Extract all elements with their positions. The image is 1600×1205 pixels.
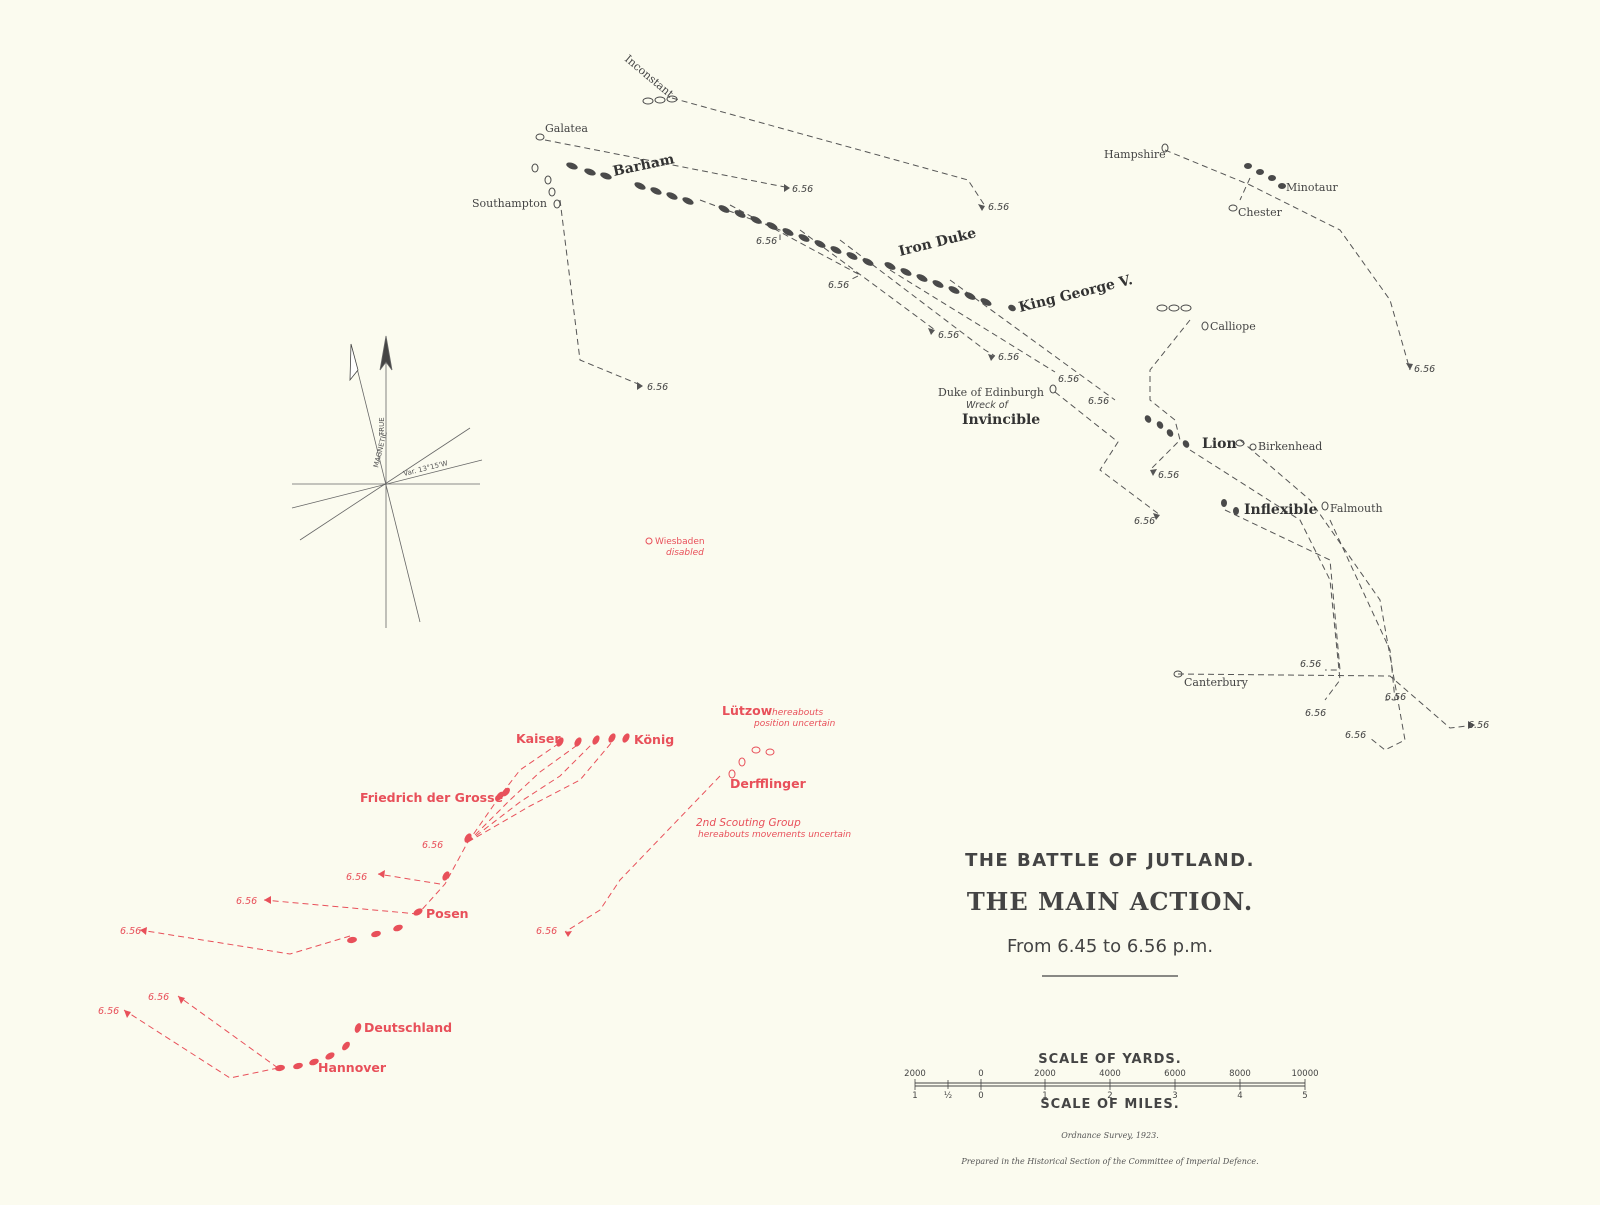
title-line3: From 6.45 to 6.56 p.m. [1007, 936, 1213, 957]
time-label: 6.56 [1305, 708, 1326, 719]
time-label: 6.56 [536, 926, 557, 937]
label-wiesbaden-note: disabled [666, 548, 704, 558]
scale-yards-tick: 4000 [1099, 1069, 1121, 1079]
german-routes [123, 741, 721, 1079]
time-label: 6.56 [1345, 730, 1366, 741]
label-friedrich: Friedrich der Grosse [360, 790, 503, 805]
label-minotaur: Minotaur [1286, 181, 1339, 194]
time-label: 6.56 [998, 352, 1019, 363]
label-posen: Posen [426, 906, 469, 921]
time-label: 6.56 [148, 992, 169, 1003]
label-derfflinger: Derfflinger [730, 776, 807, 791]
footer-survey: Ordnance Survey, 1923. [1061, 1131, 1159, 1140]
label-wreck-of: Wreck of [966, 400, 1010, 411]
label-scouting-note: hereabouts movements uncertain [698, 830, 851, 840]
label-hampshire: Hampshire [1104, 148, 1166, 161]
footer: Ordnance Survey, 1923. Prepared in the H… [960, 1131, 1258, 1166]
label-hannover: Hannover [318, 1060, 387, 1075]
label-kaiser: Kaiser [516, 731, 561, 746]
label-deutschland: Deutschland [364, 1020, 452, 1035]
german-time-labels: 6.56 6.56 6.56 6.56 6.56 6.56 6.56 [98, 840, 557, 1017]
title-block: THE BATTLE OF JUTLAND. THE MAIN ACTION. … [965, 850, 1255, 977]
time-label: 6.56 [988, 202, 1009, 213]
time-label: 6.56 [792, 184, 813, 195]
british-battle-line [566, 162, 1016, 312]
title-line1: THE BATTLE OF JUTLAND. [965, 850, 1255, 871]
british-light-ships [531, 95, 1329, 678]
time-label: 6.56 [1468, 720, 1489, 731]
scale-bar: SCALE OF YARDS. 2000 0 2000 4000 6000 80… [904, 1052, 1318, 1112]
title-line2: THE MAIN ACTION. [967, 887, 1253, 916]
label-lion: Lion [1202, 436, 1237, 452]
scale-yards-tick: 2000 [1034, 1069, 1056, 1079]
label-wiesbaden: Wiesbaden [655, 537, 705, 547]
label-barham: Barham [612, 151, 676, 180]
german-arrowheads [124, 870, 572, 1018]
time-label: 6.56 [756, 236, 777, 247]
british-labels: Inconstant Galatea Southampton Barham Ir… [472, 52, 1383, 689]
scale-yards-tick: 8000 [1229, 1069, 1251, 1079]
label-canterbury: Canterbury [1184, 676, 1249, 689]
label-duke-of-edinburgh: Duke of Edinburgh [938, 386, 1044, 399]
label-birkenhead: Birkenhead [1258, 440, 1322, 453]
scale-yards-tick: 0 [978, 1069, 983, 1079]
time-label: 6.56 [1134, 516, 1155, 527]
scale-miles-label: SCALE OF MILES. [1040, 1097, 1179, 1112]
label-calliope: Calliope [1210, 320, 1256, 333]
footer-prepared: Prepared in the Historical Section of th… [960, 1157, 1258, 1166]
time-label: 6.56 [120, 926, 141, 937]
time-label: 6.56 [1058, 374, 1079, 385]
label-konig: König [634, 732, 674, 747]
scale-miles-tick: 3 [1172, 1091, 1177, 1101]
time-label: 6.56 [647, 382, 668, 393]
time-label: 6.56 [1414, 364, 1435, 375]
label-iron-duke: Iron Duke [897, 225, 978, 260]
label-chester: Chester [1238, 206, 1283, 219]
time-label: 6.56 [938, 330, 959, 341]
scale-miles-tick: 1 [1042, 1091, 1047, 1101]
british-arrowheads [637, 184, 1475, 729]
scale-miles-tick: 0 [978, 1091, 983, 1101]
label-king-george: King George V. [1017, 272, 1134, 316]
compass-variation: Var. 13°15'W [403, 459, 449, 478]
label-invincible: Invincible [962, 412, 1040, 428]
label-lutzow-note2: position uncertain [753, 719, 836, 729]
time-label: 6.56 [422, 840, 443, 851]
time-label: 6.56 [346, 872, 367, 883]
scale-yards-tick: 10000 [1291, 1069, 1318, 1079]
scale-yards-label: SCALE OF YARDS. [1038, 1052, 1181, 1067]
label-falmouth: Falmouth [1330, 502, 1383, 515]
time-label: 6.56 [1158, 470, 1179, 481]
time-label: 6.56 [236, 896, 257, 907]
label-scouting: 2nd Scouting Group [696, 817, 801, 829]
british-time-labels: 6.56 6.56 6.56 6.56 6.56 6.56 6.56 6.56 … [647, 184, 1489, 741]
scale-miles-tick: 4 [1237, 1091, 1242, 1101]
british-routes [544, 97, 1476, 751]
label-lutzow-note1: hereabouts [772, 708, 823, 718]
scale-ticks [914, 1079, 1306, 1090]
scale-miles-tick: 2 [1107, 1091, 1112, 1101]
time-label: 6.56 [828, 280, 849, 291]
label-lutzow: Lützow [722, 703, 773, 718]
scale-yards-tick: 2000 [904, 1069, 926, 1079]
label-galatea: Galatea [545, 122, 588, 135]
time-label: 6.56 [1385, 692, 1406, 703]
compass-true: TRUE [378, 417, 386, 437]
german-labels: Wiesbaden disabled Lützow hereabouts pos… [318, 537, 851, 1075]
time-label: 6.56 [1088, 396, 1109, 407]
label-inconstant: Inconstant [622, 52, 676, 101]
label-southampton: Southampton [472, 197, 547, 210]
scale-miles-tick: 1 [912, 1091, 917, 1101]
german-ships [275, 537, 775, 1072]
label-inflexible: Inflexible [1244, 502, 1318, 518]
time-label: 6.56 [98, 1006, 119, 1017]
scale-miles-tick: 5 [1302, 1091, 1307, 1101]
time-label: 6.56 [1300, 659, 1321, 670]
compass-rose [291, 335, 483, 628]
scale-miles-tick: ½ [944, 1091, 952, 1101]
scale-yards-tick: 6000 [1164, 1069, 1186, 1079]
